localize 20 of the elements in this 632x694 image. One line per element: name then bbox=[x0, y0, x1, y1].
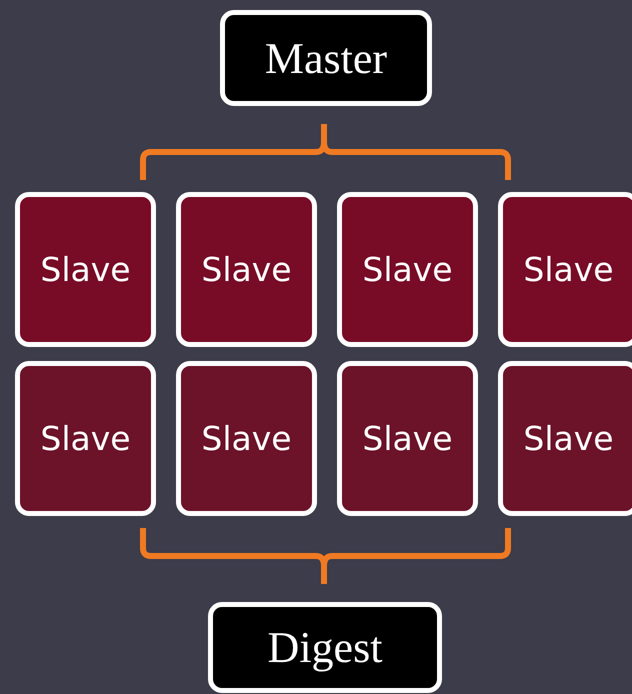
node-label: Digest bbox=[268, 622, 382, 673]
master-box bbox=[220, 10, 432, 106]
node-label: Master bbox=[264, 32, 388, 84]
slave-box bbox=[15, 192, 156, 347]
slave-box bbox=[498, 192, 632, 347]
node-label: Slave bbox=[362, 250, 453, 289]
node-label: Slave bbox=[40, 250, 131, 289]
node-label: Slave bbox=[40, 419, 131, 458]
node-label: Slave bbox=[523, 419, 614, 458]
digest-box bbox=[208, 602, 442, 693]
slave-box bbox=[337, 361, 478, 516]
slave-box bbox=[337, 192, 478, 347]
slave-box bbox=[176, 361, 317, 516]
node-label: Slave bbox=[201, 250, 292, 289]
node-label: Slave bbox=[523, 250, 614, 289]
slave-box bbox=[15, 361, 156, 516]
slave-box bbox=[176, 192, 317, 347]
node-label: Slave bbox=[201, 419, 292, 458]
slave-box bbox=[498, 361, 632, 516]
node-label: Slave bbox=[362, 419, 453, 458]
